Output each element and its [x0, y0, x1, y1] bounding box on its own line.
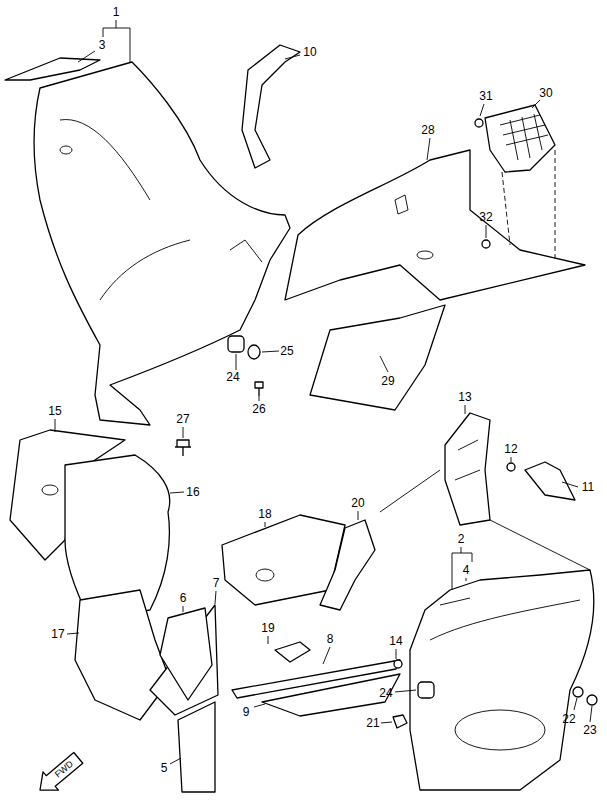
screw — [482, 240, 490, 248]
callout-number: 11 — [581, 481, 595, 493]
cover-contour — [455, 440, 480, 480]
forward-arrow — [32, 749, 86, 800]
callout-number: 13 — [457, 391, 472, 403]
lower-cowling — [410, 570, 594, 790]
callout-number: 4 — [462, 564, 471, 576]
callout-number: 21 — [365, 717, 380, 729]
screw — [475, 119, 483, 127]
callout-number: 7 — [212, 577, 221, 589]
callout-number: 27 — [175, 413, 190, 425]
side-strip — [320, 520, 375, 610]
callout-number: 16 — [185, 486, 200, 498]
callout-number: 12 — [503, 443, 518, 455]
screw — [255, 382, 263, 396]
inner-cover — [75, 590, 170, 720]
inner-cover — [445, 413, 490, 525]
callout-number: 24 — [378, 687, 393, 699]
cowl-vent — [455, 710, 545, 750]
callout-number: 15 — [47, 405, 62, 417]
washer — [248, 345, 260, 359]
callout-number: 24 — [225, 371, 240, 383]
nut — [573, 687, 583, 697]
callout-number: 14 — [388, 635, 403, 647]
cushion — [275, 642, 310, 662]
cowling-contour — [60, 120, 262, 300]
panel-tab — [395, 195, 408, 214]
cowl-contour — [430, 598, 580, 640]
callout-number: 18 — [257, 508, 272, 520]
sticker — [160, 608, 212, 700]
side-panel — [285, 150, 585, 300]
callout-number: 5 — [160, 762, 169, 774]
callout-number: 31 — [478, 90, 493, 102]
callout-number: 9 — [242, 706, 251, 718]
leader-line — [55, 20, 592, 764]
callout-number: 2 — [457, 533, 466, 545]
callout-number: 23 — [582, 724, 597, 736]
screw — [507, 463, 515, 471]
callout-number: 32 — [478, 211, 493, 223]
sticker — [310, 305, 445, 410]
callout-number: 29 — [380, 375, 395, 387]
grommet — [228, 336, 244, 352]
callout-number: 6 — [179, 592, 188, 604]
bracket — [485, 105, 555, 172]
callout-number: 22 — [561, 713, 576, 725]
sticker — [178, 702, 215, 792]
callout-number: 30 — [538, 87, 553, 99]
bracket — [525, 462, 575, 500]
callout-number: 8 — [326, 633, 335, 645]
sticker — [5, 58, 100, 80]
callout-number: 19 — [260, 622, 275, 634]
callout-number: 3 — [98, 39, 107, 51]
callout-number: 17 — [50, 628, 65, 640]
sticker — [150, 605, 218, 715]
grommet — [418, 682, 434, 698]
air-duct — [242, 45, 300, 168]
callout-number: 20 — [350, 497, 365, 509]
screw — [394, 660, 402, 668]
nut — [393, 715, 407, 728]
callout-number: 1 — [112, 6, 121, 18]
callout-number: 26 — [251, 403, 266, 415]
panel-hole — [417, 251, 433, 259]
washer — [587, 695, 597, 705]
cowling-hole — [60, 146, 72, 154]
bracket-grid — [500, 114, 548, 160]
callout-number: 25 — [279, 345, 294, 357]
callout-number: 10 — [302, 46, 317, 58]
fitting-line — [502, 150, 555, 258]
screw — [175, 440, 191, 456]
callout-number: 28 — [420, 124, 435, 136]
cover-hole — [256, 569, 274, 581]
fitting-line — [380, 470, 590, 570]
sticker — [262, 674, 400, 716]
panel-hole — [42, 485, 58, 495]
